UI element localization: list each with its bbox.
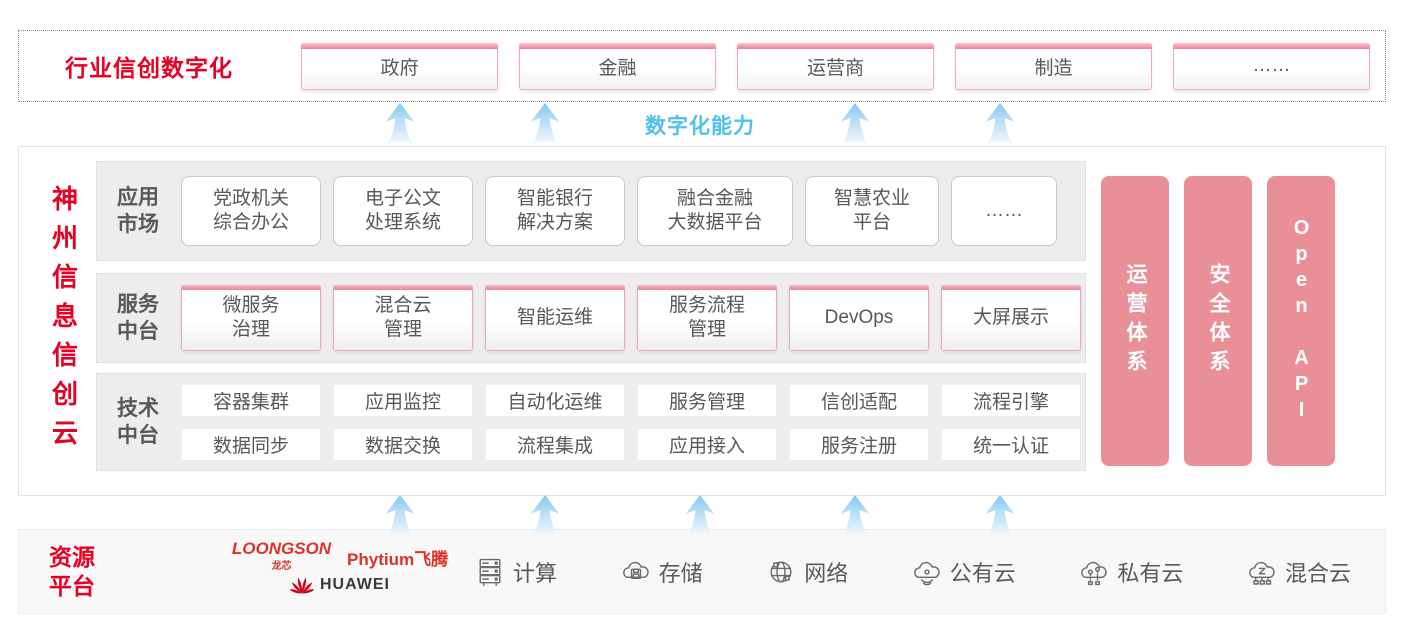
huawei-wordmark: HUAWEI: [320, 576, 390, 593]
loongson-logo: LOONGSON 龙芯: [232, 539, 331, 572]
tech-middle-item: 数据交换: [333, 427, 473, 461]
resource-item: 私有云: [1078, 556, 1183, 588]
industry-box: 政府: [301, 42, 498, 90]
phytium-logo: Phytium飞腾: [347, 550, 449, 569]
resource-item: 公有云: [911, 556, 1016, 588]
service-middle-item: 智能运维: [485, 285, 625, 351]
app-market-item: 电子公文 处理系统: [333, 176, 473, 246]
industry-banner-title: 行业信创数字化: [65, 55, 233, 81]
up-arrow-icon: [528, 495, 562, 537]
resource-item-label: 混合云: [1284, 560, 1351, 586]
side-bar: Open API: [1267, 176, 1335, 466]
platform-title-vertical: 神州信息信创云: [48, 184, 79, 458]
app-market-item: 智慧农业 平台: [805, 176, 939, 246]
network-icon: [765, 556, 797, 588]
service-middle-item: DevOps: [789, 285, 929, 351]
app-market-label: 应用 市场: [117, 185, 159, 236]
resource-item: 混合云: [1246, 556, 1351, 588]
tech-middle-item: 服务管理: [637, 383, 777, 417]
hybrid-cloud-icon: [1246, 556, 1278, 588]
service-middle-item: 大屏展示: [941, 285, 1081, 351]
digital-capability-label: 数字化能力: [645, 115, 755, 138]
service-middle-item: 混合云 管理: [333, 285, 473, 351]
side-bar: 安全体系: [1184, 176, 1252, 466]
private-cloud-icon: [1078, 556, 1110, 588]
tech-middle-item: 数据同步: [181, 427, 321, 461]
service-middle-label: 服务 中台: [117, 292, 159, 343]
app-market-item: ……: [951, 176, 1057, 246]
tech-middle-item: 应用监控: [333, 383, 473, 417]
resource-item: 计算: [474, 556, 557, 588]
resource-item: 存储: [620, 556, 703, 588]
platform-panel: 神州信息信创云 应用 市场 党政机关 综合办公电子公文 处理系统智能银行 解决方…: [18, 146, 1386, 496]
resource-item-label: 公有云: [949, 560, 1016, 586]
loongson-cn-label: 龙芯: [271, 561, 292, 572]
industry-box: 制造: [955, 42, 1152, 90]
resource-band: 资源 平台 LOONGSON 龙芯 Phytium飞腾: [18, 529, 1386, 614]
up-arrow-icon: [683, 495, 717, 537]
up-arrow-icon: [983, 495, 1017, 537]
resource-item-label: 网络: [804, 560, 849, 586]
compute-icon: [474, 556, 506, 588]
industry-list: 政府金融运营商制造 ……: [301, 31, 1370, 101]
tech-middle-item: 统一认证: [941, 427, 1081, 461]
tech-middle-item: 自动化运维: [485, 383, 625, 417]
up-arrow-icon: [383, 103, 417, 145]
tech-middle-item: 信创适配: [789, 383, 929, 417]
service-middle-item: 微服务 治理: [181, 285, 321, 351]
tech-middle-band: 技术 中台 容器集群应用监控自动化运维服务管理信创适配流程引擎数据同步数据交换流…: [96, 373, 1086, 471]
app-market-item: 党政机关 综合办公: [181, 176, 321, 246]
tech-middle-item: 流程引擎: [941, 383, 1081, 417]
tech-middle-items: 容器集群应用监控自动化运维服务管理信创适配流程引擎数据同步数据交换流程集成应用接…: [181, 383, 1081, 461]
vendor-logos: LOONGSON 龙芯 Phytium飞腾: [215, 539, 465, 594]
resource-item: 网络: [765, 556, 848, 588]
resource-item-label: 私有云: [1117, 560, 1184, 586]
up-arrow-icon: [983, 103, 1017, 145]
public-cloud-icon: [911, 556, 943, 588]
industry-box: ……: [1173, 42, 1370, 90]
resource-items: 计算 存储 网络 公有云 私有云 混合云: [474, 530, 1351, 613]
loongson-wordmark: LOONGSON: [231, 539, 332, 558]
tech-middle-item: 流程集成: [485, 427, 625, 461]
huawei-flower-icon: [290, 576, 314, 594]
app-market-band: 应用 市场 党政机关 综合办公电子公文 处理系统智能银行 解决方案融合金融 大数…: [96, 161, 1086, 261]
tech-middle-label: 技术 中台: [117, 396, 159, 447]
app-market-item: 融合金融 大数据平台: [637, 176, 793, 246]
storage-icon: [620, 556, 652, 588]
app-market-item: 智能银行 解决方案: [485, 176, 625, 246]
up-arrow-icon: [838, 103, 872, 145]
app-market-items: 党政机关 综合办公电子公文 处理系统智能银行 解决方案融合金融 大数据平台智慧农…: [181, 176, 1057, 246]
tech-middle-item: 容器集群: [181, 383, 321, 417]
tech-middle-item: 应用接入: [637, 427, 777, 461]
industry-box: 运营商: [737, 42, 934, 90]
service-middle-item: 服务流程 管理: [637, 285, 777, 351]
up-arrow-icon: [838, 495, 872, 537]
up-arrow-icon: [528, 103, 562, 145]
resource-item-label: 存储: [658, 560, 703, 586]
up-arrow-icon: [383, 495, 417, 537]
industry-banner: 行业信创数字化 政府金融运营商制造 ……: [18, 30, 1386, 102]
tech-middle-item: 服务注册: [789, 427, 929, 461]
industry-box: 金融: [519, 42, 716, 90]
side-bar: 运营体系: [1101, 176, 1169, 466]
resource-item-label: 计算: [513, 560, 558, 586]
resource-label: 资源 平台: [49, 543, 95, 599]
